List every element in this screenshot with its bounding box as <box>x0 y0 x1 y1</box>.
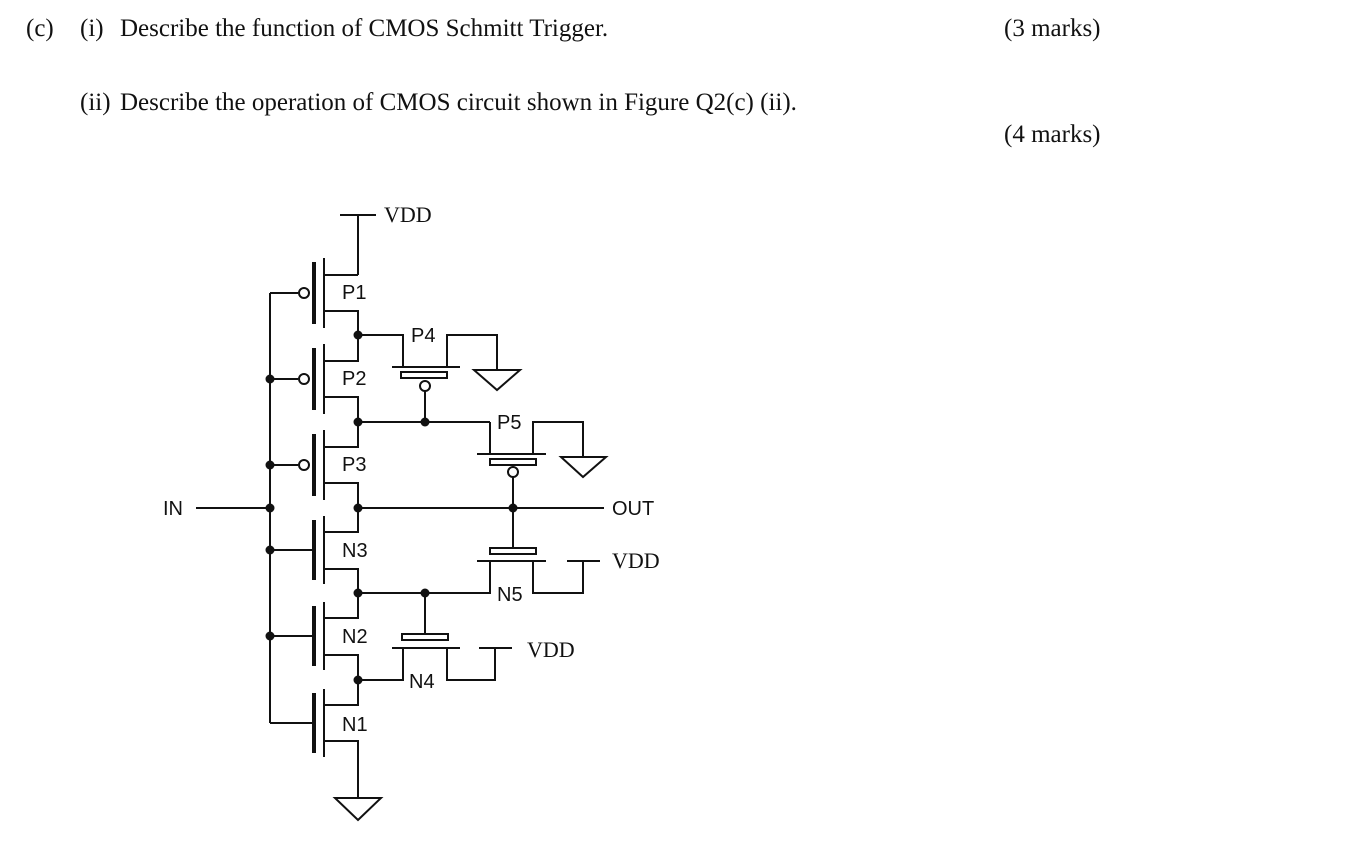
n5-label: N5 <box>497 584 523 606</box>
vdd-top-supply <box>340 214 376 275</box>
output-label: OUT <box>612 498 654 520</box>
transistor-n1 <box>312 680 359 798</box>
sub-question-1-label: (i) <box>80 15 104 42</box>
vdd-top-label: VDD <box>384 202 432 227</box>
p1-label: P1 <box>342 282 366 304</box>
output-line <box>358 503 604 513</box>
input-label: IN <box>163 498 183 520</box>
n3-label: N3 <box>342 540 368 562</box>
sub-question-1-text: Describe the function of CMOS Schmitt Tr… <box>120 15 609 42</box>
transistor-p2 <box>298 335 359 422</box>
sub-question-2-text: Describe the operation of CMOS circuit s… <box>120 89 797 116</box>
sub-question-2-label: (ii) <box>80 89 111 116</box>
transistor-p5 <box>477 421 609 508</box>
p2-label: P2 <box>342 368 366 390</box>
n2-label: N2 <box>342 626 368 648</box>
p3-label: P3 <box>342 454 366 476</box>
transistor-p4 <box>358 334 523 422</box>
transistor-p3 <box>298 422 359 508</box>
n4-label: N4 <box>409 671 435 693</box>
transistor-n5 <box>358 508 600 594</box>
transistor-p1 <box>298 258 359 335</box>
transistor-n4 <box>358 593 512 681</box>
p4-label: P4 <box>411 325 435 347</box>
input-bus <box>196 293 275 723</box>
pmos-gate-wires <box>270 292 298 466</box>
ground-bottom <box>332 797 384 822</box>
p5-label: P5 <box>497 412 521 434</box>
vdd-n5-label: VDD <box>612 548 660 573</box>
vdd-n4-label: VDD <box>527 637 575 662</box>
sub-question-1-marks: (3 marks) <box>1004 15 1101 42</box>
transistor-n3 <box>312 508 359 593</box>
transistor-n2 <box>312 593 359 680</box>
n1-label: N1 <box>342 714 368 736</box>
sub-question-2-marks: (4 marks) <box>1004 121 1101 148</box>
part-label: (c) <box>26 15 54 42</box>
nmos-gate-wires <box>270 549 312 724</box>
